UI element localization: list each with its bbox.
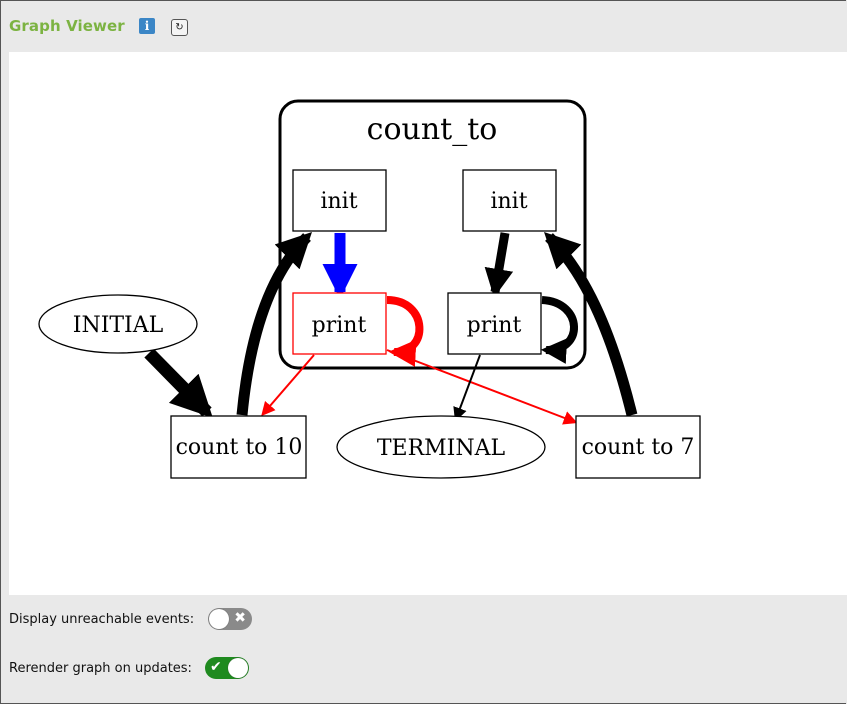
node-init-left[interactable]: init bbox=[292, 169, 387, 232]
edge-count-to-10-to-init-left[interactable] bbox=[236, 232, 312, 416]
check-icon: ✔ bbox=[210, 659, 222, 675]
node-print-right[interactable]: print bbox=[447, 292, 542, 355]
toggle-knob bbox=[209, 609, 229, 629]
close-icon: ✖ bbox=[234, 610, 246, 626]
state-graph: count_to init init print print bbox=[38, 99, 701, 479]
node-count-to-10[interactable]: count to 10 bbox=[170, 415, 307, 479]
panel-title: Graph Viewer bbox=[9, 17, 125, 35]
node-print-left[interactable]: print bbox=[292, 292, 387, 355]
edge-print-left-to-count-to-7[interactable] bbox=[386, 349, 578, 425]
node-label: count to 7 bbox=[582, 435, 695, 460]
cluster-label: count_to bbox=[367, 112, 498, 147]
edge-initial-to-count-to-10[interactable] bbox=[144, 348, 213, 418]
node-label: print bbox=[312, 313, 367, 338]
toggle-knob bbox=[228, 658, 248, 678]
unreachable-events-label: Display unreachable events: bbox=[9, 611, 195, 627]
refresh-icon[interactable]: ↻ bbox=[171, 19, 188, 36]
rerender-toggle[interactable]: ✔ bbox=[205, 657, 249, 679]
rerender-label: Rerender graph on updates: bbox=[9, 660, 192, 676]
node-label: print bbox=[467, 313, 522, 338]
edge-print-left-self-loop[interactable] bbox=[386, 296, 424, 367]
info-icon[interactable]: i bbox=[139, 18, 155, 34]
edge-init-right-to-print-right[interactable] bbox=[484, 232, 514, 298]
node-label: TERMINAL bbox=[377, 436, 506, 461]
edge-count-to-7-to-init-right[interactable] bbox=[544, 232, 638, 417]
node-initial[interactable]: INITIAL bbox=[38, 294, 198, 354]
panel-header: Graph Viewer bbox=[9, 14, 125, 38]
graph-canvas[interactable]: count_to init init print print bbox=[9, 52, 847, 595]
node-terminal[interactable]: TERMINAL bbox=[336, 415, 546, 479]
rerender-option: Rerender graph on updates: bbox=[9, 656, 192, 680]
edge-print-right-to-terminal[interactable] bbox=[453, 354, 481, 422]
node-init-right[interactable]: init bbox=[462, 169, 557, 232]
node-label: INITIAL bbox=[73, 313, 164, 338]
node-label: count to 10 bbox=[176, 435, 303, 460]
edge-print-right-self-loop[interactable] bbox=[540, 296, 578, 364]
unreachable-events-toggle[interactable]: ✖ bbox=[208, 608, 252, 630]
node-count-to-7[interactable]: count to 7 bbox=[575, 415, 701, 479]
edge-print-left-to-count-to-10[interactable] bbox=[261, 354, 315, 417]
node-label: init bbox=[320, 189, 357, 214]
unreachable-events-option: Display unreachable events: bbox=[9, 607, 194, 631]
node-label: init bbox=[490, 189, 527, 214]
